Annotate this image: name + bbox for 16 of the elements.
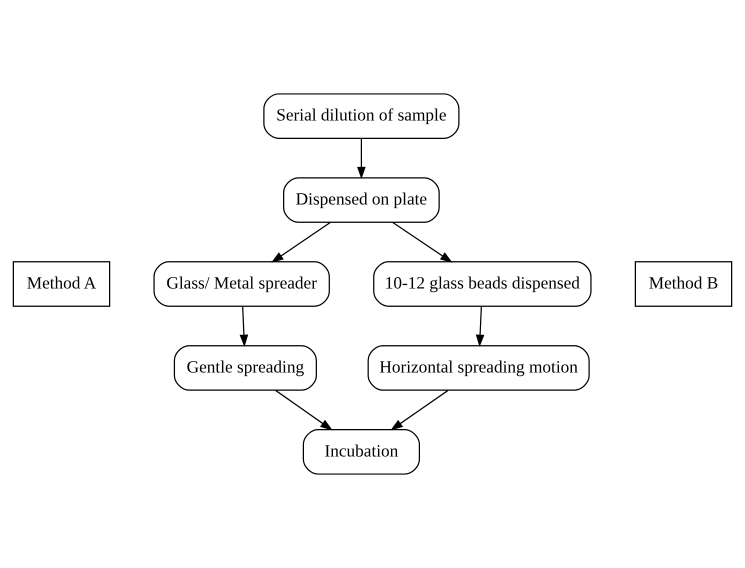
node-box: 10-12 glass beads dispensed: [373, 261, 592, 307]
node-box: Horizontal spreading motion: [368, 345, 590, 391]
arrow: [390, 390, 448, 430]
node-box: Incubation: [302, 429, 420, 475]
arrow: [276, 390, 333, 430]
node-box: Glass/ Metal spreader: [153, 261, 330, 307]
node-box: Method B: [634, 261, 732, 307]
arrow: [392, 222, 453, 263]
arrow: [476, 306, 484, 348]
arrow: [240, 306, 248, 348]
node-box: Method A: [12, 261, 110, 307]
node-box: Gentle spreading: [174, 345, 317, 391]
arrow: [357, 138, 366, 180]
arrow: [271, 222, 331, 263]
node-box: Dispensed on plate: [283, 177, 440, 223]
node-box: Serial dilution of sample: [263, 93, 460, 139]
